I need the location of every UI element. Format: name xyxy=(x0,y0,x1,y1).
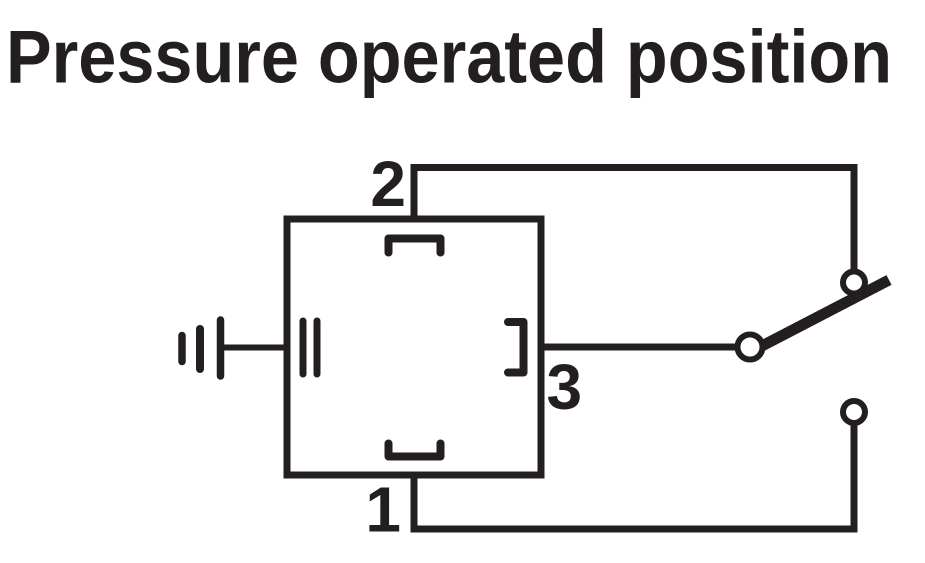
terminal-2-contact-bracket xyxy=(384,234,445,257)
diaphragm-plates-icon xyxy=(299,317,321,378)
switch-lever xyxy=(753,275,892,354)
upper-contact-circle xyxy=(840,268,868,297)
terminal-1-contact-bracket xyxy=(384,439,445,461)
terminal-label-2: 2 xyxy=(370,148,406,220)
switch-body-box xyxy=(283,215,545,479)
schematic-labels: Pressure operated position 2 3 1 xyxy=(6,15,892,546)
terminal-label-3: 3 xyxy=(547,351,583,423)
terminal-label-1: 1 xyxy=(365,474,401,546)
terminal-2-wire xyxy=(410,164,858,270)
common-contact-circle xyxy=(734,331,766,363)
ground-icon xyxy=(178,316,225,380)
page-title: Pressure operated position xyxy=(6,15,892,99)
lower-contact-circle xyxy=(840,398,868,426)
terminal-3-contact-bracket xyxy=(504,318,528,377)
schematic-strokes xyxy=(178,164,892,533)
terminal-1-wire xyxy=(410,424,858,533)
